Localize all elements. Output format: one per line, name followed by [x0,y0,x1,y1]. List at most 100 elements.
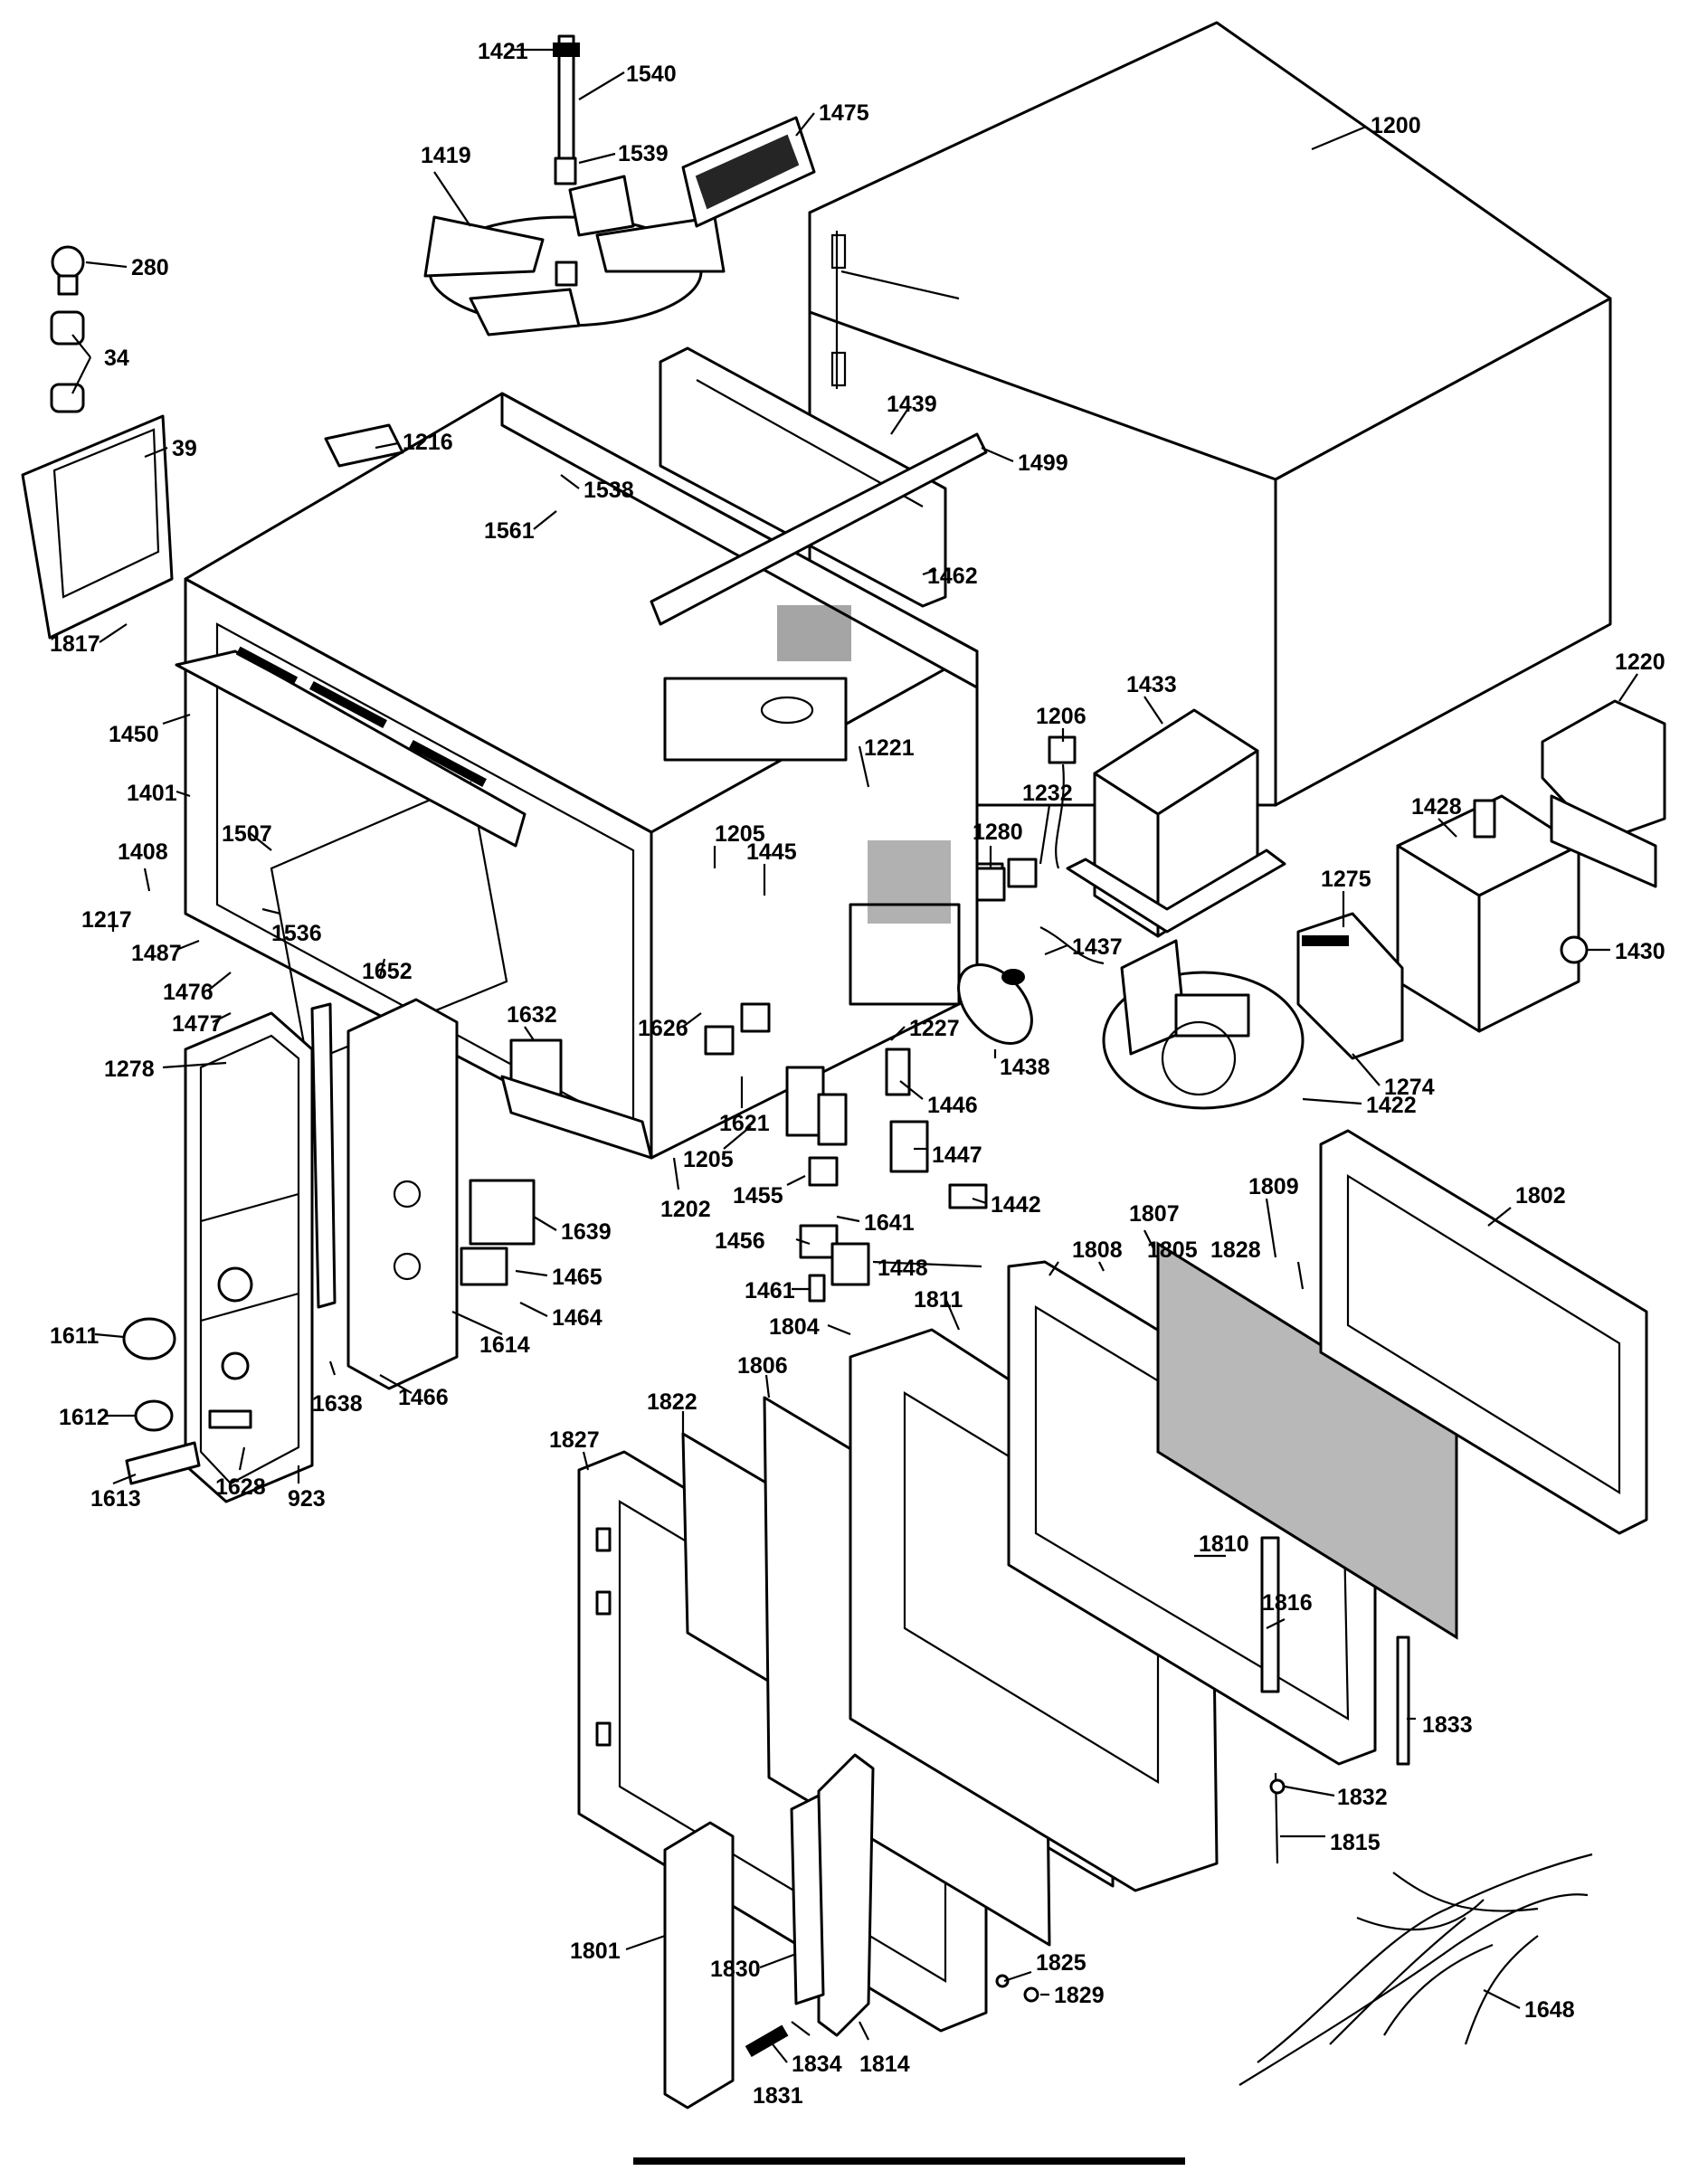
callout-1806: 1806 [737,1353,788,1379]
callout-1808: 1808 [1072,1237,1123,1263]
door-handle [663,1753,875,2109]
callout-1466: 1466 [398,1385,449,1410]
callout-1822: 1822 [647,1389,697,1415]
callout-1831: 1831 [753,2083,803,2109]
callout-1802: 1802 [1515,1183,1566,1209]
air-guide [1296,912,1404,1060]
callout-1428: 1428 [1411,794,1462,820]
callout-1648: 1648 [1524,1997,1575,2023]
callout-1612: 1612 [59,1405,109,1430]
callout-1539: 1539 [618,141,669,166]
callout-1456: 1456 [715,1228,765,1254]
capacitor [957,926,1105,1045]
callout-1465: 1465 [552,1265,603,1290]
interlock-switches [704,1002,988,1303]
callout-1439: 1439 [887,392,937,417]
magnetron [1396,794,1589,1033]
callout-923: 923 [288,1486,326,1512]
callout-1621: 1621 [719,1111,770,1136]
thermal-cutout [975,867,1006,902]
callout-1477: 1477 [172,1011,223,1037]
callout-1202: 1202 [660,1197,711,1222]
bottom-rule [633,2157,1185,2165]
callout-1487: 1487 [131,941,182,966]
callout-1540: 1540 [626,62,677,87]
callout-1652: 1652 [362,959,413,984]
callout-1499: 1499 [1018,450,1068,476]
callout-1438: 1438 [1000,1055,1050,1080]
callout-1805: 1805 [1147,1237,1198,1263]
stirrer-fan [423,34,726,337]
callout-1830: 1830 [710,1957,761,1982]
callout-1815: 1815 [1330,1830,1381,1855]
callout-1437: 1437 [1072,934,1123,960]
door-seal [1319,1129,1648,1535]
callout-1611: 1611 [50,1323,99,1349]
callout-1275: 1275 [1321,867,1371,892]
callout-280: 280 [131,255,169,280]
callout-1641: 1641 [864,1210,915,1236]
callout-1462: 1462 [927,564,978,589]
callout-1561: 1561 [484,518,535,544]
callout-1638: 1638 [312,1391,363,1417]
callout-1206: 1206 [1036,704,1086,729]
callout-1274: 1274 [1384,1075,1435,1100]
callout-1811: 1811 [914,1287,963,1313]
callout-1450: 1450 [109,722,159,747]
bracket-1216 [324,423,404,468]
callout-1205: 1205 [715,821,765,847]
lamp-cover [21,414,174,640]
callout-1807: 1807 [1129,1201,1180,1227]
callout-39: 39 [172,436,197,461]
callout-1828: 1828 [1210,1237,1261,1263]
callout-1421: 1421 [478,39,528,64]
callout-1810: 1810 [1199,1531,1249,1557]
callout-1801: 1801 [570,1939,621,1964]
callout-1408: 1408 [118,839,168,865]
callout-1461: 1461 [745,1278,795,1304]
callout-1433: 1433 [1126,672,1177,697]
callout-1536: 1536 [271,921,322,946]
callout-1817: 1817 [50,631,100,657]
mounting-bar [650,432,988,626]
front-choke-plate [175,646,527,848]
callout-1442: 1442 [991,1192,1041,1218]
callout-1446: 1446 [927,1093,978,1118]
lamp-bulb [50,245,85,413]
callout-1507: 1507 [222,821,272,847]
callout-1809: 1809 [1248,1174,1299,1199]
callout-1827: 1827 [549,1427,600,1453]
timer-assembly [460,1038,653,1286]
callout-1232: 1232 [1022,781,1073,806]
callout-1217: 1217 [81,907,132,933]
control-panel [184,1011,314,1503]
callout-1613: 1613 [90,1486,141,1512]
callout-1626: 1626 [638,1016,688,1041]
waveguide-cover [681,116,816,228]
leader-lines [71,48,1638,2063]
callout-1227: 1227 [909,1016,960,1041]
callout-1628: 1628 [215,1474,266,1500]
callout-1422: 1422 [1366,1093,1417,1118]
callout-1220: 1220 [1615,649,1665,675]
latch-parts [745,1536,1410,2058]
callout-1221: 1221 [864,735,915,761]
callout-1205b: 1205 [683,1147,734,1172]
callout-labels: 1421 1540 1475 1200 1419 1539 280 34 121… [50,39,1665,2109]
callout-1639: 1639 [561,1219,612,1245]
callout-1419: 1419 [421,143,471,168]
callout-1278: 1278 [104,1057,155,1082]
callout-1455: 1455 [733,1183,783,1209]
callout-1833: 1833 [1422,1712,1473,1738]
transformer [1066,708,1286,938]
callout-1430: 1430 [1615,939,1665,964]
control-board [346,998,459,1390]
cooling-fan-motor [1102,939,1305,1110]
callout-1614: 1614 [479,1332,530,1358]
callout-1832: 1832 [1337,1785,1388,1810]
callout-1829: 1829 [1054,1983,1105,2008]
callout-34: 34 [104,346,129,371]
callout-1401: 1401 [127,781,177,806]
callout-1447: 1447 [932,1142,982,1168]
callout-1816: 1816 [1262,1590,1313,1616]
